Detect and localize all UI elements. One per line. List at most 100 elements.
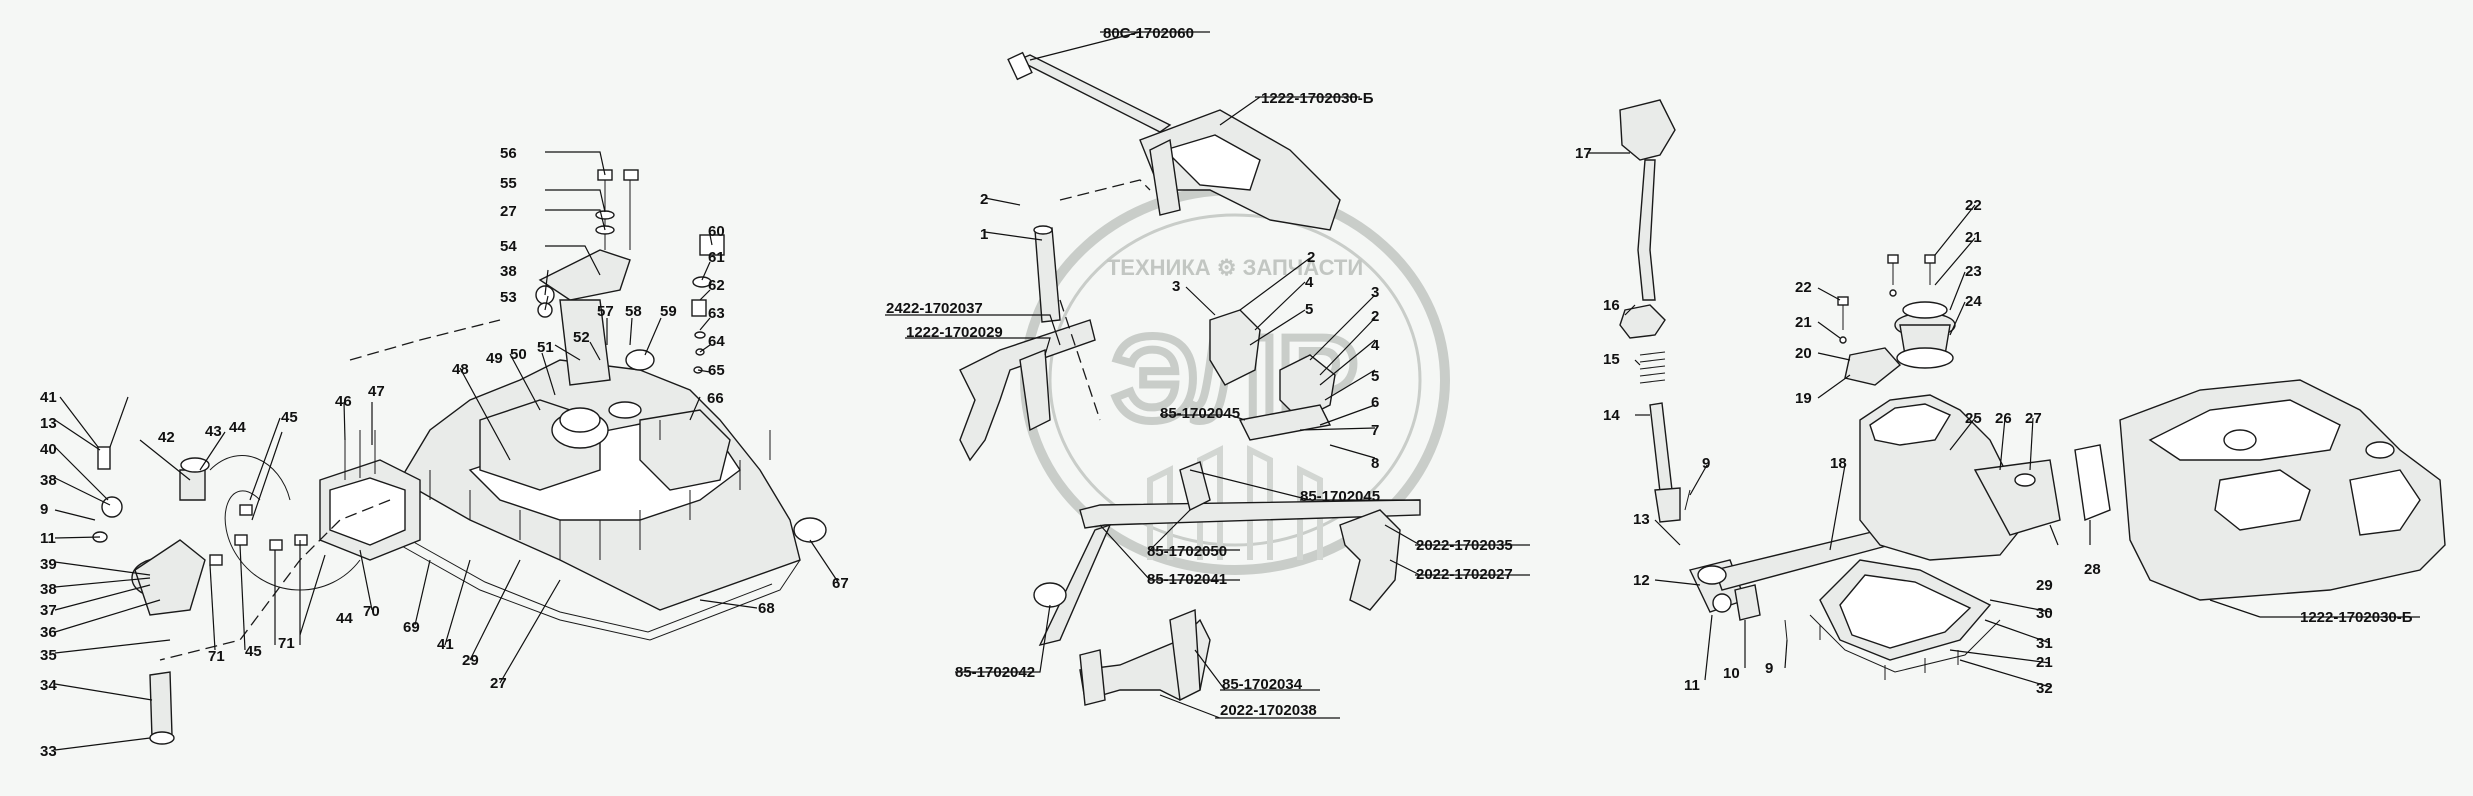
callout-label: 62 [708,277,725,294]
callout-label: 20 [1795,345,1812,362]
callout-label: 17 [1575,145,1592,162]
callout-label: 2022-1702027 [1416,566,1513,583]
callout-label: 13 [40,415,57,432]
callout-label: 4 [1371,337,1380,354]
callout-label: 27 [500,203,517,220]
callout-label: 1222-1702030-Б [1261,90,1374,107]
callout-label: 85-1702034 [1222,676,1303,693]
callout-label: 5 [1305,301,1313,318]
callout-label: 24 [1965,293,1982,310]
callout-label: 57 [597,303,614,320]
callout-label: 28 [2084,561,2101,578]
callout-label: 44 [336,610,353,627]
callout-label: 14 [1603,407,1620,424]
callout-label: 27 [2025,410,2042,427]
callout-label: 65 [708,362,725,379]
callout-label: 11 [1684,677,1700,694]
callout-label: 9 [1765,660,1773,677]
callout-label: 21 [1795,314,1812,331]
callout-label: 26 [1995,410,2012,427]
callout-label: 21 [2036,654,2053,671]
callout-label: 3 [1371,284,1379,301]
watermark-top-text: ТЕХНИКА ⚙ ЗАПЧАСТИ [1107,255,1363,280]
callout-label: 30 [2036,605,2053,622]
callout-label: 41 [40,389,57,406]
callout-label: 27 [490,675,507,692]
callout-label: 85-1702050 [1147,543,1227,560]
callout-label: 2 [1371,308,1379,325]
callout-label: 5 [1371,368,1379,385]
callout-label: 85-1702045 [1160,405,1240,422]
callout-label: 71 [208,648,225,665]
callout-label: 85-1702041 [1147,571,1227,588]
callout-label: 56 [500,145,517,162]
callout-label: 66 [707,390,724,407]
callout-label: 3 [1172,278,1180,295]
callout-label: 36 [40,624,57,641]
callout-label: 1222-1702029 [906,324,1003,341]
leader-lines [54,31,2420,751]
callout-label: 41 [437,636,454,653]
callout-label: 29 [2036,577,2053,594]
callout-label: 37 [40,602,57,619]
callout-label: 8 [1371,455,1379,472]
callout-label: 39 [40,556,57,573]
callout-label: 46 [335,393,352,410]
callout-label: 9 [1702,455,1710,472]
callout-label: 22 [1795,279,1812,296]
callout-label: 52 [573,329,590,346]
callout-label: 9 [40,501,48,518]
callout-label: 43 [205,423,222,440]
callout-label: 2 [1307,249,1315,266]
callout-label: 53 [500,289,517,306]
callout-label: 23 [1965,263,1982,280]
callout-label: 67 [832,575,849,592]
callout-label: 29 [462,652,479,669]
callout-label: 59 [660,303,677,320]
callout-label: 2422-1702037 [886,300,983,317]
callout-label: 22 [1965,197,1982,214]
callout-label: 21 [1965,229,1982,246]
callout-label: 45 [245,643,262,660]
callout-label: 19 [1795,390,1812,407]
callout-label: 50 [510,346,527,363]
callout-label: 35 [40,647,57,664]
callout-label: 70 [363,603,380,620]
left-assembly [92,169,827,745]
callout-label: 18 [1830,455,1847,472]
callout-label: 60 [708,223,725,240]
callout-label: 38 [40,472,57,489]
callout-label: 45 [281,409,298,426]
callout-label: 10 [1723,665,1740,682]
callout-label: 49 [486,350,503,367]
callout-label: 4 [1305,274,1314,291]
callout-label: 25 [1965,410,1982,427]
callout-label: 7 [1371,422,1379,439]
callout-label: 61 [708,249,725,266]
callout-label: 69 [403,619,420,636]
callout-label: 71 [278,635,295,652]
callout-label: 6 [1371,394,1379,411]
callout-label: 1 [980,226,988,243]
callout-label: 68 [758,600,775,617]
callout-label: 1222-1702030-Б [2300,609,2413,626]
right-assembly [1619,99,2446,680]
callout-label: 15 [1603,351,1620,368]
callout-label: 16 [1603,297,1620,314]
callout-label: 13 [1633,511,1650,528]
callout-label: 58 [625,303,642,320]
callout-label: 38 [500,263,517,280]
callout-label: 11 [40,530,56,547]
callout-label: 42 [158,429,175,446]
callout-label: 34 [40,677,57,694]
callout-label: 31 [2036,635,2053,652]
callout-label: 64 [708,333,725,350]
callout-label: 2022-1702035 [1416,537,1513,554]
callout-label: 47 [368,383,385,400]
callout-label: 2022-1702038 [1220,702,1317,719]
callout-labels: 56 55 27 54 38 53 51 52 57 58 59 60 61 6… [40,25,2413,760]
callout-label: 63 [708,305,725,322]
callout-label: 85-1702042 [955,664,1035,681]
callout-label: 80С-1702060 [1103,25,1194,42]
